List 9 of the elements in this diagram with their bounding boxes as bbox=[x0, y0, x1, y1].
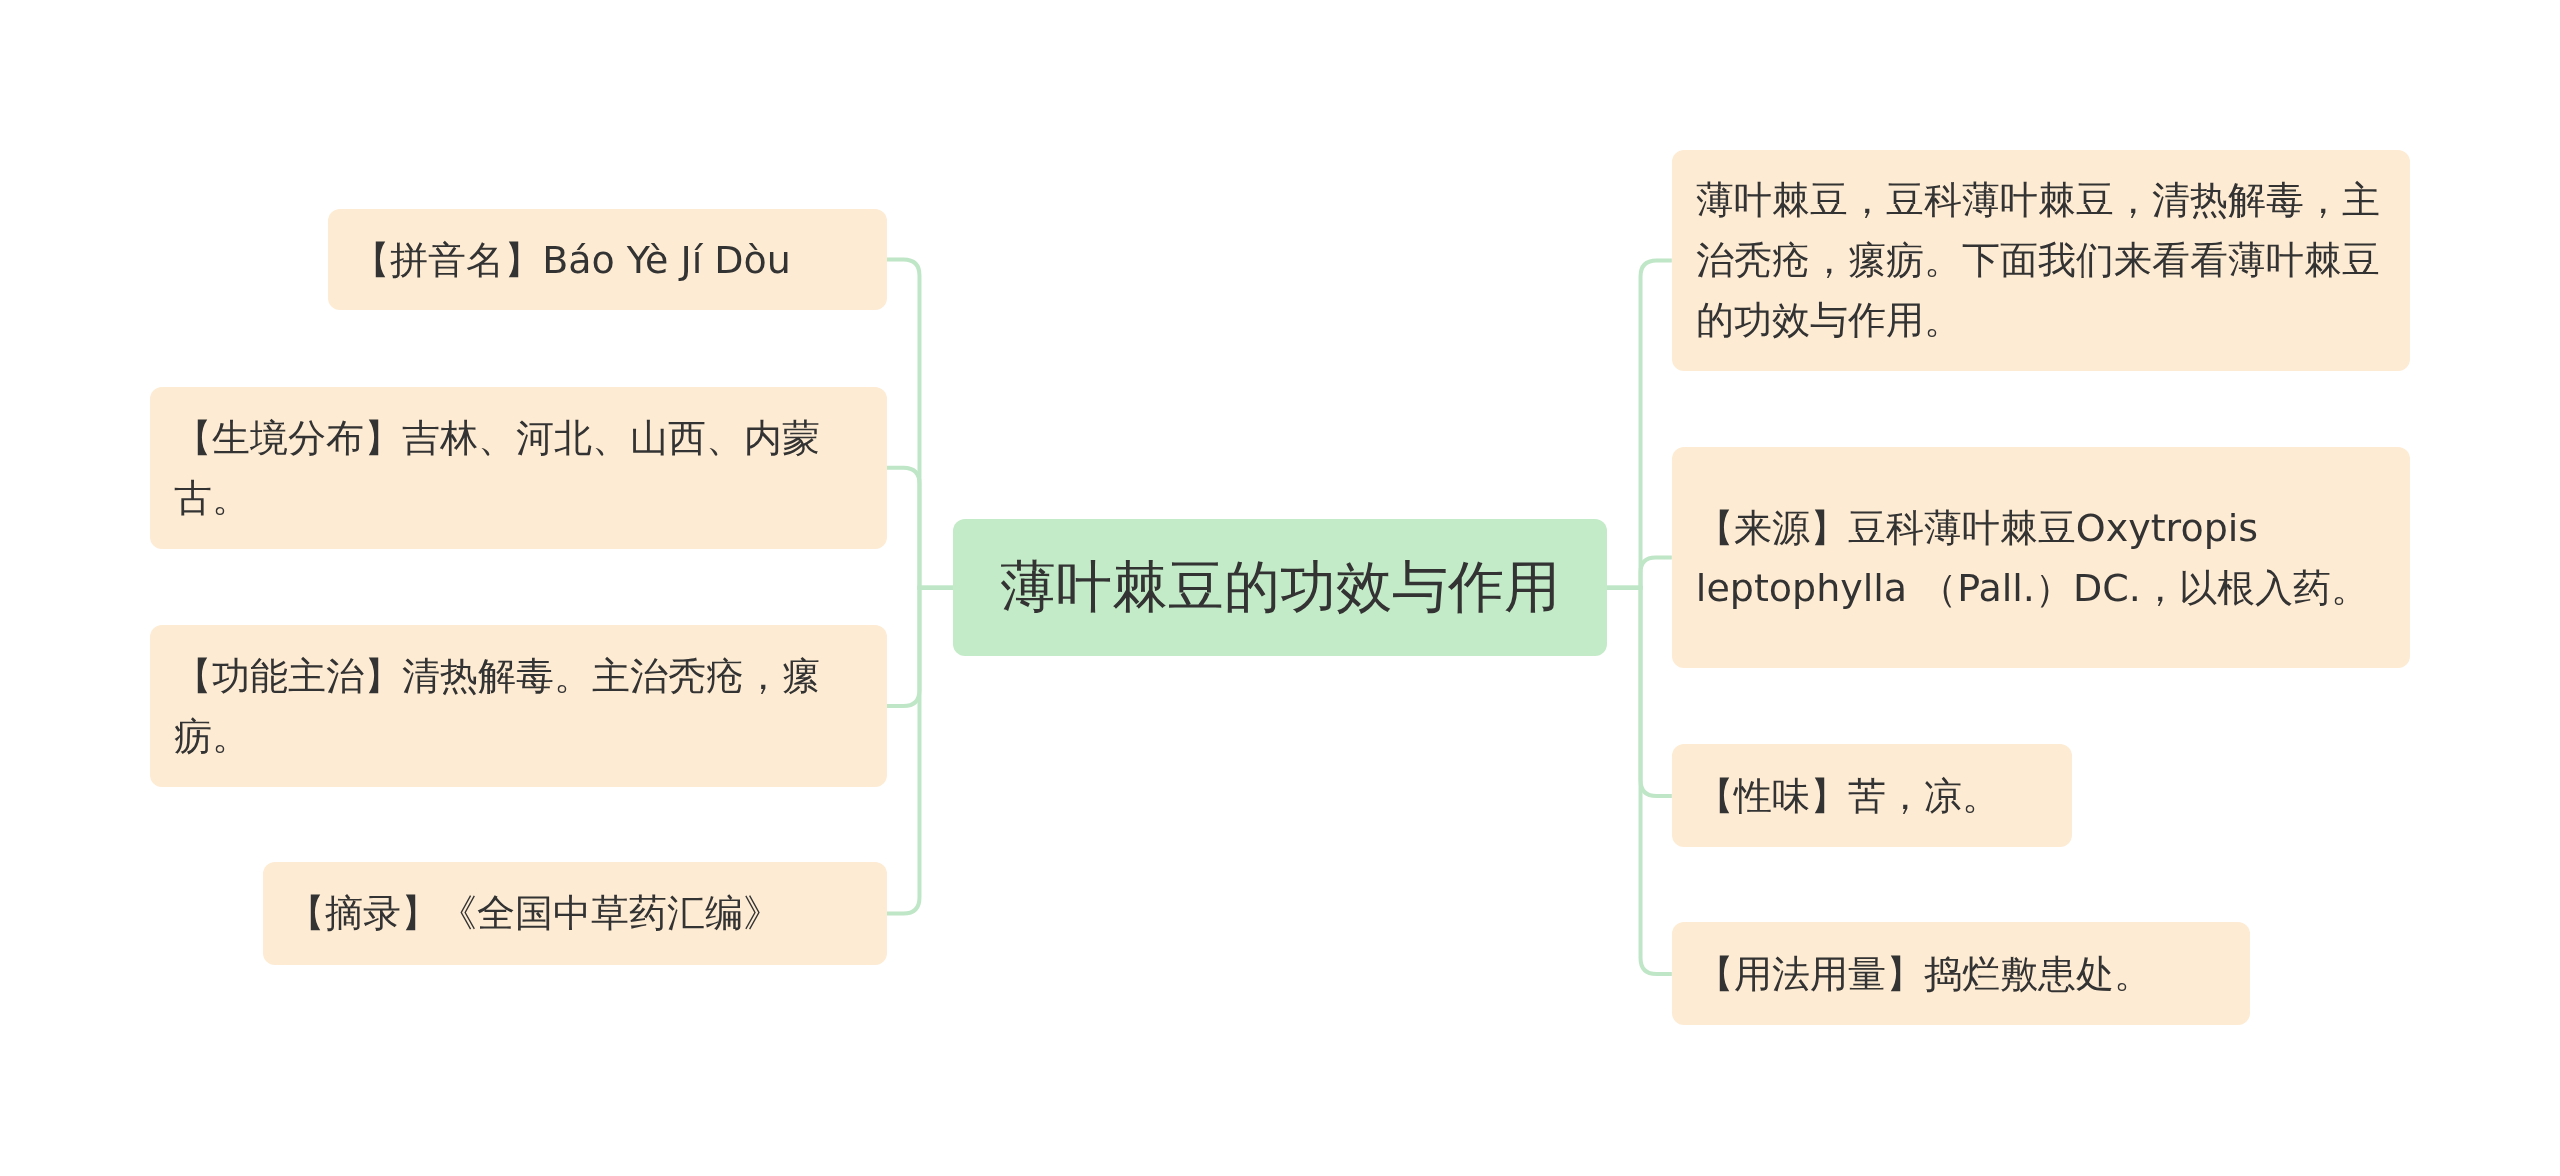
topic-box: 【用法用量】捣烂敷患处。 bbox=[1671, 922, 2250, 1026]
topic-box: 薄叶棘豆，豆科薄叶棘豆，清热解毒，主治秃疮，瘰疬。下面我们来看看薄叶棘豆的功效与作用。 bbox=[1671, 150, 2410, 371]
topic-box: 【摘录】《全国中草药汇编》 bbox=[262, 862, 887, 965]
topic-box: 【来源】豆科薄叶棘豆Oxytropis leptophylla （Pall.）DC.，以根入药。 bbox=[1671, 447, 2410, 668]
topic-box: 【拼音名】Báo Yè Jí Dòu bbox=[328, 208, 887, 311]
topic-box: 【生境分布】吉林、河北、山西、内蒙古。 bbox=[150, 386, 887, 549]
central-topic-box: 薄叶棘豆的功效与作用 bbox=[953, 519, 1607, 657]
topic-box: 【功能主治】清热解毒。主治秃疮，瘰疬。 bbox=[150, 625, 887, 787]
topic-box: 【性味】苦，凉。 bbox=[1671, 744, 2072, 848]
